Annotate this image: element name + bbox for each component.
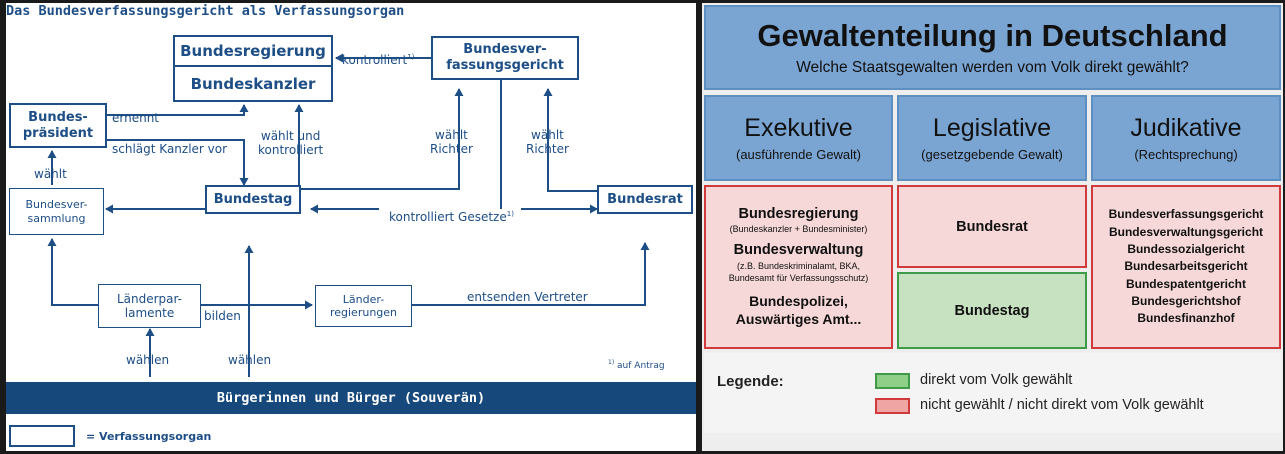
column-name: Legislative [932, 114, 1052, 142]
node-bundesrat: Bundesrat [597, 185, 693, 214]
legend-red-text: nicht gewählt / nicht direkt vom Volk ge… [920, 397, 1204, 413]
judikative-item: Bundesarbeitsgericht [1124, 259, 1248, 274]
diagram-arrows [47, 53, 650, 377]
label-bilden: bilden [204, 309, 241, 323]
label-schlaegt-kanzler-vor: schlägt Kanzler vor [112, 142, 228, 156]
judikative-item: Bundesgerichtshof [1131, 294, 1241, 309]
legend-text: = Verfassungsorgan [86, 430, 212, 443]
title-box: Gewaltenteilung in Deutschland Welche St… [704, 5, 1281, 90]
legislative-item-bundestag: Bundestag [954, 302, 1030, 319]
exekutive-item-bundesverwaltung: Bundesverwaltung [733, 241, 864, 258]
node-bundesverfassungsgericht: Bundesver- fassungsgericht [431, 36, 579, 80]
label-kontrolliert-gesetze: kontrolliert Gesetze1) [389, 210, 514, 224]
column-desc: (gesetzgebende Gewalt) [921, 147, 1063, 162]
node-bundespraesident: Bundes- präsident [9, 103, 107, 148]
label-waehlen-laender: wählen [126, 353, 170, 367]
exekutive-item-bundesregierung: Bundesregierung [738, 205, 859, 222]
column-name: Exekutive [744, 114, 853, 142]
column-header-judikative: Judikative (Rechtsprechung) [1091, 95, 1281, 181]
column-name: Judikative [1130, 114, 1242, 142]
node-bundestag: Bundestag [205, 185, 301, 214]
column-header-exekutive: Exekutive (ausführende Gewalt) [704, 95, 893, 181]
exekutive-item-bundespolizei: Bundespolizei, Auswärtiges Amt... [735, 292, 862, 328]
verfassungsorgan-diagram: Das Bundesverfassungsgericht als Verfass… [6, 3, 696, 451]
node-buergerinnen-und-buerger: Bürgerinnen und Bürger (Souverän) [6, 382, 696, 414]
exekutive-item-bundesverwaltung-sub: (z.B. Bundeskriminalamt, BKA, Bundesamt … [728, 260, 869, 283]
judikative-item: Bundesverfassungsgericht [1108, 207, 1264, 222]
node-bundeskanzler: Bundeskanzler [173, 67, 333, 102]
left-diagram-title: Das Bundesverfassungsgericht als Verfass… [6, 3, 405, 19]
exekutive-item-bundesregierung-sub: (Bundeskanzler + Bundesminister) [729, 223, 868, 234]
judikative-item: Bundesverwaltungsgericht [1108, 224, 1264, 239]
node-laenderparlamente: Länderpar- lamente [98, 284, 201, 328]
column-desc: (Rechtsprechung) [1134, 147, 1238, 162]
label-waehlt: wählt [34, 167, 67, 181]
label-waehlt-und-kontrolliert: wählt und kontrolliert [258, 129, 324, 157]
legend-label: Legende: [717, 373, 784, 390]
right-subtitle: Welche Staatsgewalten werden vom Volk di… [796, 59, 1189, 76]
legend-swatch [9, 425, 75, 447]
judikative-item: Bundesfinanzhof [1137, 311, 1235, 326]
node-laenderregierungen: Länder- regierungen [315, 285, 412, 327]
judikative-item: Bundespatentgericht [1125, 276, 1246, 291]
label-ernennt: ernennt [112, 111, 160, 125]
legend-box [704, 353, 1281, 433]
gewaltenteilung-diagram: Gewaltenteilung in Deutschland Welche St… [702, 3, 1283, 451]
column-desc: (ausführende Gewalt) [735, 147, 861, 162]
label-kontrolliert: kontrolliert1) [342, 53, 415, 67]
legend-swatch-red [875, 398, 910, 414]
node-bundesversammlung: Bundesver- sammlung [9, 188, 104, 235]
label-waehlen-bundestag: wählen [228, 353, 272, 367]
column-header-legislative: Legislative (gesetzgebende Gewalt) [897, 95, 1087, 181]
label-entsenden-vertreter: entsenden Vertreter [467, 290, 588, 304]
box-exekutive: Bundesregierung (Bundeskanzler + Bundesm… [704, 185, 893, 349]
box-bundestag: Bundestag [897, 272, 1087, 349]
node-bundesregierung: Bundesregierung [173, 35, 333, 67]
footnote: 1) auf Antrag [608, 359, 665, 371]
label-waehlt-richter-bundestag: wählt Richter [430, 128, 473, 156]
legend-green-text: direkt vom Volk gewählt [920, 372, 1073, 388]
judikative-item: Bundessozialgericht [1127, 241, 1245, 256]
label-waehlt-richter-bundesrat: wählt Richter [526, 128, 569, 156]
legislative-item-bundesrat: Bundesrat [956, 218, 1028, 235]
right-title: Gewaltenteilung in Deutschland [757, 18, 1228, 53]
legend-swatch-green [875, 373, 910, 389]
box-bundesrat: Bundesrat [897, 185, 1087, 268]
